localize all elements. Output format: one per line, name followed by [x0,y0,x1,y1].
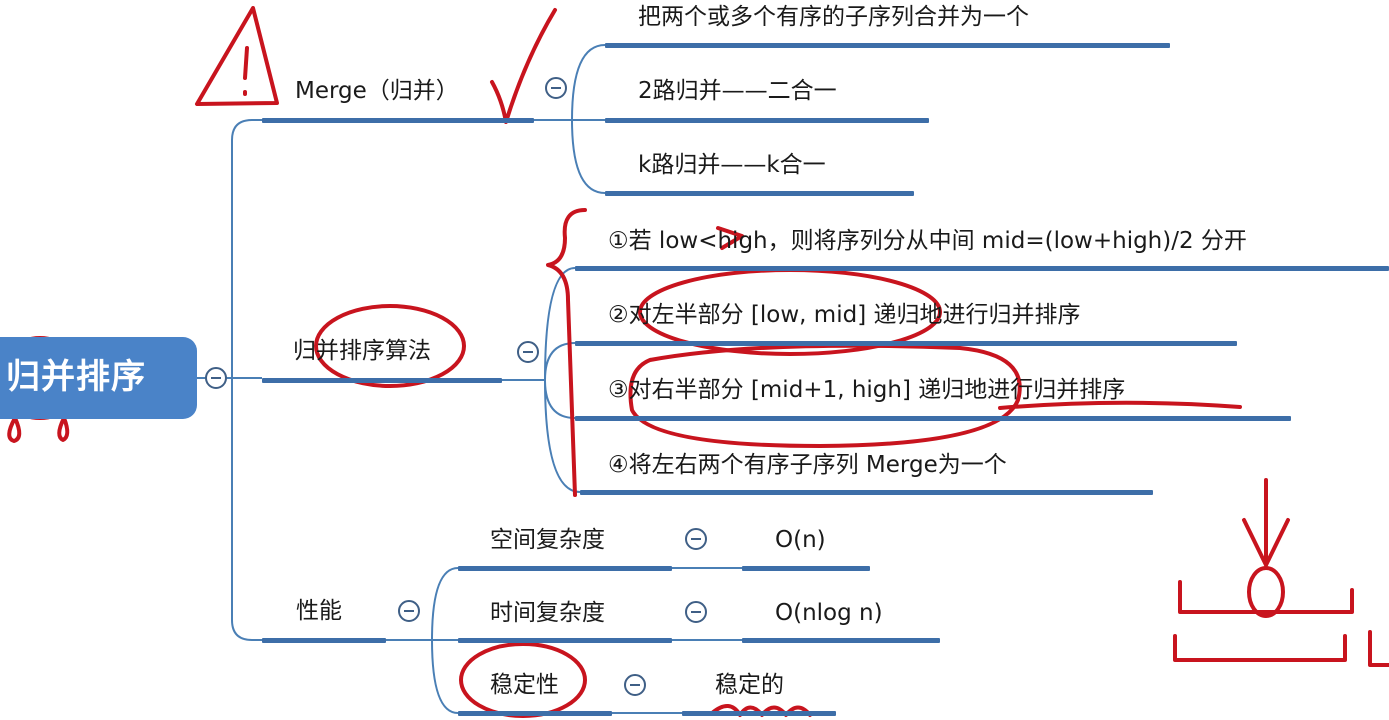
branch-algorithm-label: 归并排序算法 [293,338,431,364]
merge-child-1-label: 把两个或多个有序的子序列合并为一个 [638,4,1029,30]
connector-root-merge [197,119,262,379]
algorithm-step-3-bar [575,416,1291,421]
root-node[interactable] [0,337,197,419]
time-complexity-value-bar [742,638,940,643]
algorithm-step-1-bar [575,266,1389,271]
collapse-toggle-stability[interactable] [624,674,646,696]
branch-algorithm-bar [262,378,502,383]
connector-algorithm-children [544,267,581,493]
stability-value: 稳定的 [715,672,784,698]
collapse-toggle-time[interactable] [685,601,707,623]
branch-performance-label: 性能 [296,598,342,624]
drip-right-annotation [57,416,70,442]
branch-merge-label: Merge（归并） [295,78,459,104]
caret-annotation [716,226,744,250]
warning-triangle-annotation [195,6,279,106]
connector-root-performance [231,378,262,641]
time-complexity-label: 时间复杂度 [490,600,605,626]
space-complexity-label: 空间复杂度 [490,527,605,553]
algorithm-step-2-bar [575,341,1237,346]
merge-child-3-bar [605,191,914,196]
circle-algorithm-annotation [314,304,466,388]
stability-bar [458,711,612,716]
algorithm-step-3-label: ③对右半部分 [mid+1, high] 递归地进行归并排序 [608,377,1126,403]
algorithm-step-4-bar [580,490,1153,495]
bracket-bottom-annotation [1173,634,1347,662]
brace-annotation [546,208,587,497]
merge-child-1-bar [605,43,1170,48]
space-complexity-bar [458,566,672,571]
connector-merge-children [571,44,606,194]
warning-exclamation-annotation [243,46,249,96]
space-complexity-value-bar [742,566,870,571]
arrow-down-annotation [1242,478,1290,567]
space-complexity-value: O(n) [775,527,826,553]
time-complexity-bar [458,638,672,643]
circle-zero-annotation [1247,566,1285,618]
collapse-toggle-merge[interactable] [545,77,567,99]
branch-performance-bar [262,638,386,643]
connector-performance-children [431,567,459,714]
time-complexity-value: O(nlog n) [775,600,883,626]
circle-stability-annotation [459,642,587,718]
check-mark-annotation [490,8,557,124]
stability-value-bar [682,711,836,716]
drip-left-annotation [7,416,22,443]
algorithm-step-2-label: ②对左半部分 [low, mid] 递归地进行归并排序 [608,302,1081,328]
algorithm-step-1-label: ①若 low<high，则将序列分从中间 mid=(low+high)/2 分开 [608,228,1247,254]
merge-child-2-label: 2路归并——二合一 [638,78,837,104]
connector-lines [197,44,742,714]
branch-merge-bar [262,118,534,123]
root-label: 归并排序 [6,357,146,397]
collapse-toggle-algorithm[interactable] [517,341,539,363]
bracket-right-annotation [1368,630,1389,667]
collapse-toggle-performance[interactable] [398,600,420,622]
connector-performance-values [612,567,742,714]
merge-child-3-label: k路归并——k合一 [638,152,826,178]
collapse-toggle-root[interactable] [205,367,227,389]
algorithm-step-4-label: ④将左右两个有序子序列 Merge为一个 [608,452,1007,478]
merge-child-2-bar [605,118,929,123]
stability-label: 稳定性 [490,672,559,698]
underline-annotation [998,400,1242,410]
bracket-top-annotation [1178,580,1354,614]
collapse-toggle-space[interactable] [685,528,707,550]
